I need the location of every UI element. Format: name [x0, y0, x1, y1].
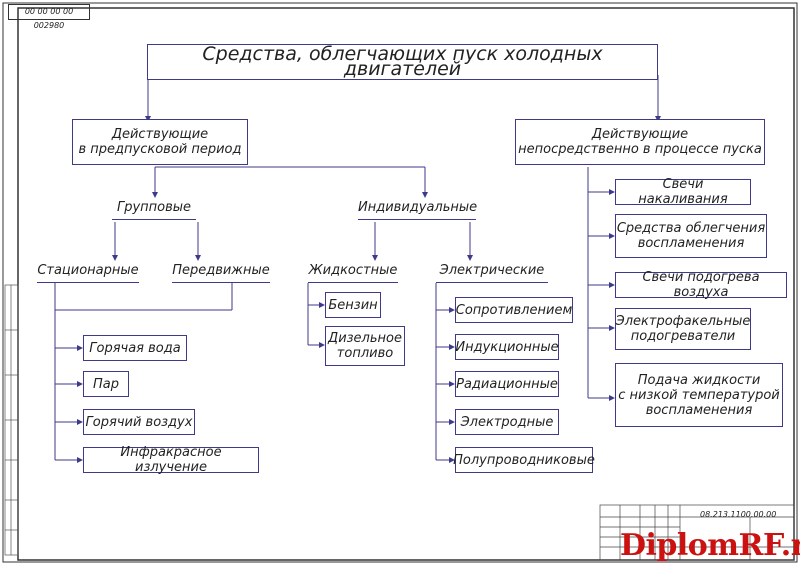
- right-branch-box: Действующие непосредственно в процессе п…: [515, 119, 765, 165]
- stationary-item-hot-water: Горячая вода: [83, 335, 187, 361]
- stationary-label: Стационарные: [37, 263, 139, 283]
- liquid-item-diesel: Дизельное топливо: [325, 326, 405, 366]
- electric-item-electrode: Электродные: [455, 409, 559, 435]
- right-item-low-temp-fluid: Подача жидкости с низкой температурой во…: [615, 363, 783, 427]
- right-item-flame-heaters: Электрофакельные подогреватели: [615, 308, 751, 350]
- right-item-glow-plugs: Свечи накаливания: [615, 177, 751, 207]
- diagram-title: Средства, облегчающих пуск холодных двиг…: [147, 44, 658, 80]
- individual-label: Индивидуальные: [358, 200, 477, 220]
- liquid-item-gasoline: Бензин: [325, 292, 381, 318]
- stamp-code: 08.213.1100.00.00: [700, 510, 777, 519]
- drawing-code-corner: 00 00 00 00 002980: [8, 4, 90, 30]
- electric-item-resistance: Сопротивлением: [455, 297, 573, 323]
- electric-item-semiconductor: Полупроводниковые: [453, 447, 595, 473]
- site-logo: DiplomRF.ru: [620, 528, 800, 563]
- stationary-item-hot-air: Горячий воздух: [83, 409, 195, 435]
- electric-item-radiation: Радиационные: [455, 371, 559, 397]
- right-item-air-heater-plugs: Свечи подогрева воздуха: [615, 270, 787, 300]
- stationary-item-steam: Пар: [83, 371, 129, 397]
- left-branch-box: Действующие в предпусковой период: [72, 119, 248, 165]
- mobile-label: Передвижные: [172, 263, 270, 283]
- group-label: Групповые: [112, 200, 196, 220]
- electric-item-induction: Индукционные: [455, 334, 559, 360]
- electric-label: Электрические: [436, 263, 548, 283]
- liquid-label: Жидкостные: [308, 263, 398, 283]
- right-item-ignition-aids: Средства облегчения воспламенения: [615, 214, 767, 258]
- stationary-item-infrared: Инфракрасное излучение: [83, 445, 259, 475]
